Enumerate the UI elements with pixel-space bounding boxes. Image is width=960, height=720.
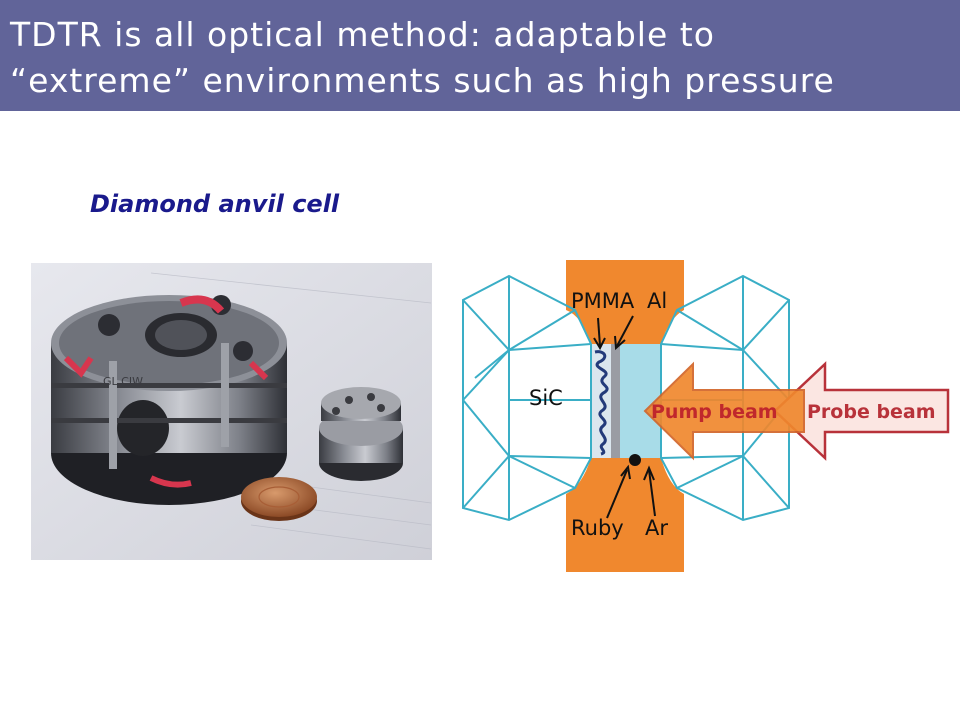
ruby-sphere xyxy=(629,454,641,466)
pmma-polymer-scribble xyxy=(594,350,609,456)
probe-beam-arrow xyxy=(773,361,950,461)
large-cell: GL CIW xyxy=(51,295,287,505)
title-bar: TDTR is all optical method: adaptable to… xyxy=(0,0,960,111)
label-pmma: PMMA xyxy=(571,289,635,313)
engraving-text: GL CIW xyxy=(103,375,143,388)
label-pump-beam: Pump beam xyxy=(651,401,778,423)
slide-subtitle: Diamond anvil cell xyxy=(90,190,340,218)
label-al: Al xyxy=(647,289,667,313)
penny-coin xyxy=(241,477,317,521)
aluminum-film xyxy=(611,344,620,458)
left-anvil xyxy=(462,274,592,522)
label-ruby: Ruby xyxy=(571,516,624,540)
slide-title: TDTR is all optical method: adaptable to… xyxy=(10,12,950,104)
label-pointers xyxy=(593,315,656,519)
small-cell xyxy=(319,387,403,481)
gasket-top xyxy=(566,260,684,344)
label-probe-beam: Probe beam xyxy=(807,401,936,423)
label-ar: Ar xyxy=(645,516,668,540)
diamond-anvil-cell-photo: GL CIW xyxy=(31,263,432,560)
dac-schematic: PMMA Al SiC Pump beam Probe beam Ruby Ar xyxy=(462,260,950,572)
slide-title-line-2: “extreme” environments such as high pres… xyxy=(10,61,835,100)
gasket-bottom xyxy=(566,458,684,572)
pump-beam-arrow xyxy=(643,361,805,461)
slide-title-line-1: TDTR is all optical method: adaptable to xyxy=(10,15,715,54)
label-sic: SiC xyxy=(529,386,563,410)
